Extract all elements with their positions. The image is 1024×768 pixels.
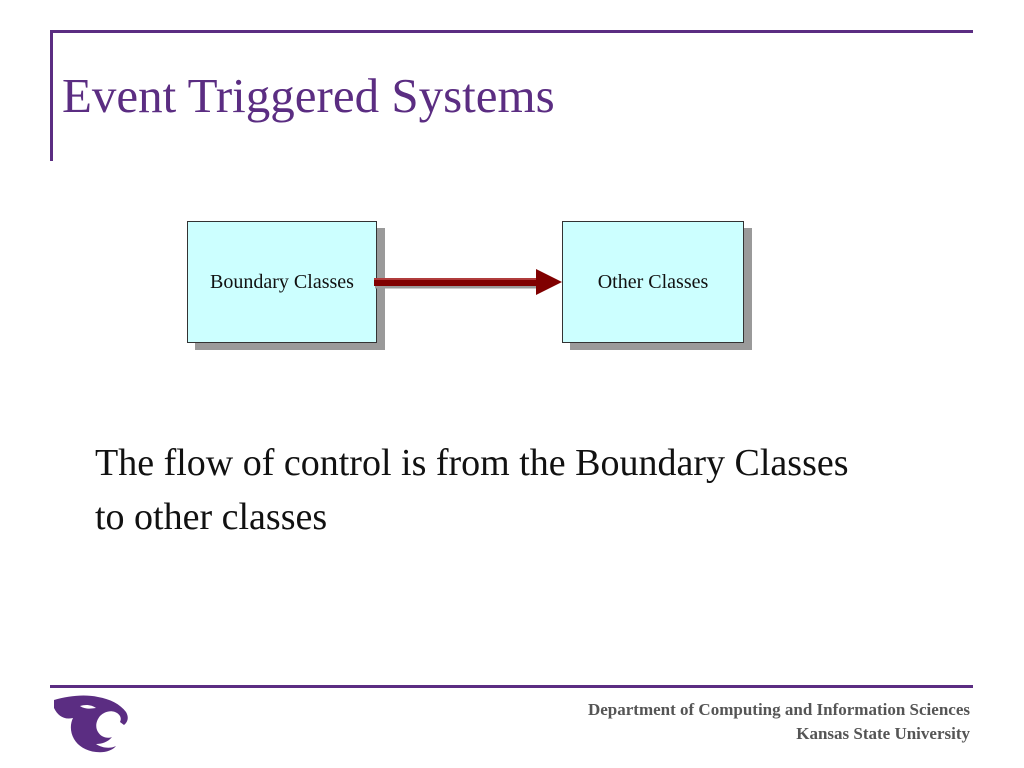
other-classes-box: Other Classes [562, 221, 744, 343]
bottom-rule [50, 685, 973, 688]
boundary-classes-label: Boundary Classes [210, 270, 354, 293]
slide-title: Event Triggered Systems [62, 68, 555, 123]
left-rule [50, 30, 53, 161]
wildcat-logo-icon [54, 695, 128, 753]
footer-university: Kansas State University [796, 724, 970, 743]
boundary-classes-box: Boundary Classes [187, 221, 377, 343]
body-text: The flow of control is from the Boundary… [95, 442, 849, 538]
top-rule [50, 30, 973, 33]
flow-arrow [374, 269, 562, 295]
other-classes-label: Other Classes [597, 270, 709, 293]
footer-department: Department of Computing and Information … [587, 700, 970, 719]
footer: Department of Computing and Information … [588, 698, 970, 746]
